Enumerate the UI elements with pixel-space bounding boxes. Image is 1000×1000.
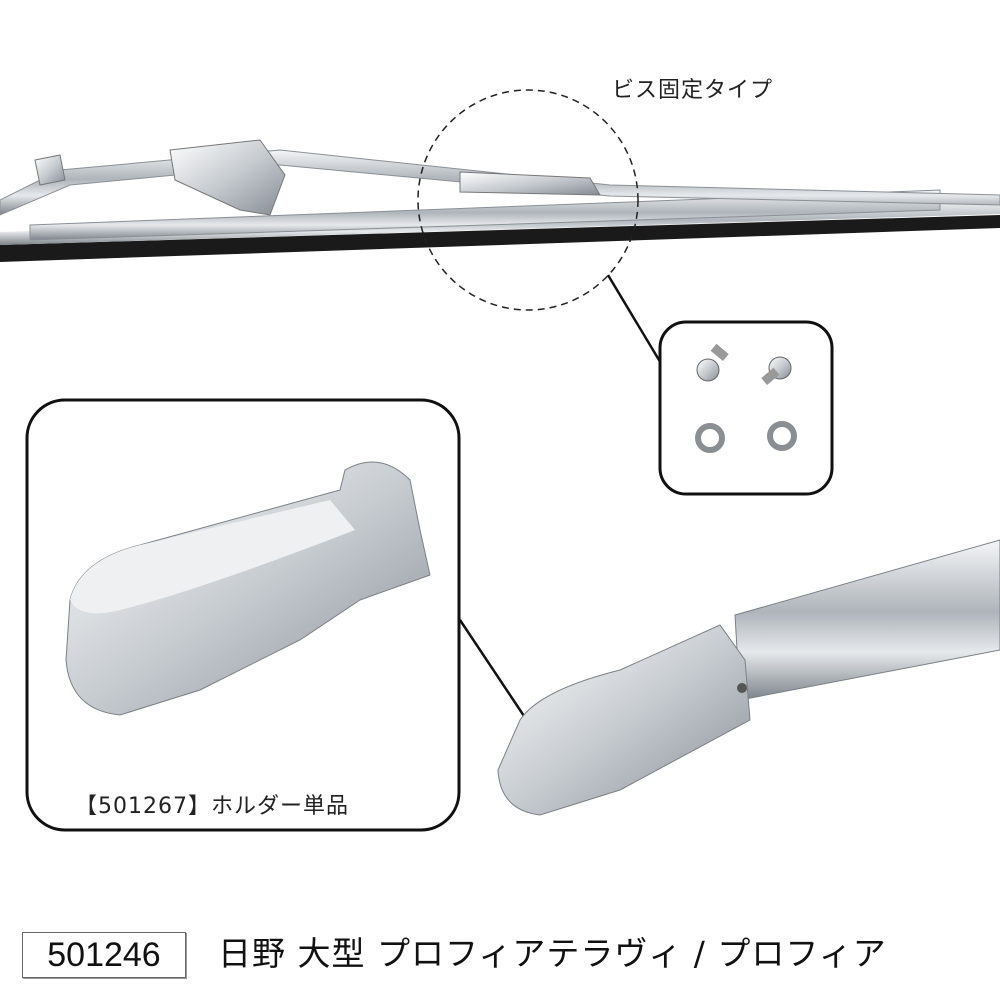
screw-type-label: ビス固定タイプ [612,78,774,103]
product-title: 日野 大型 プロフィアテラヴィ / プロフィア [218,934,887,973]
product-code: 501246 [22,932,186,978]
holder-part [65,461,431,716]
screws-detail-box [658,320,834,496]
holder-single-label: 【501267】ホルダー単品 [75,794,349,819]
spring-washer-icon [695,421,797,453]
detail-circle [417,89,639,311]
wiper-blade [0,139,1000,262]
screw-icon [696,343,792,385]
wiper-arm [497,539,1000,816]
